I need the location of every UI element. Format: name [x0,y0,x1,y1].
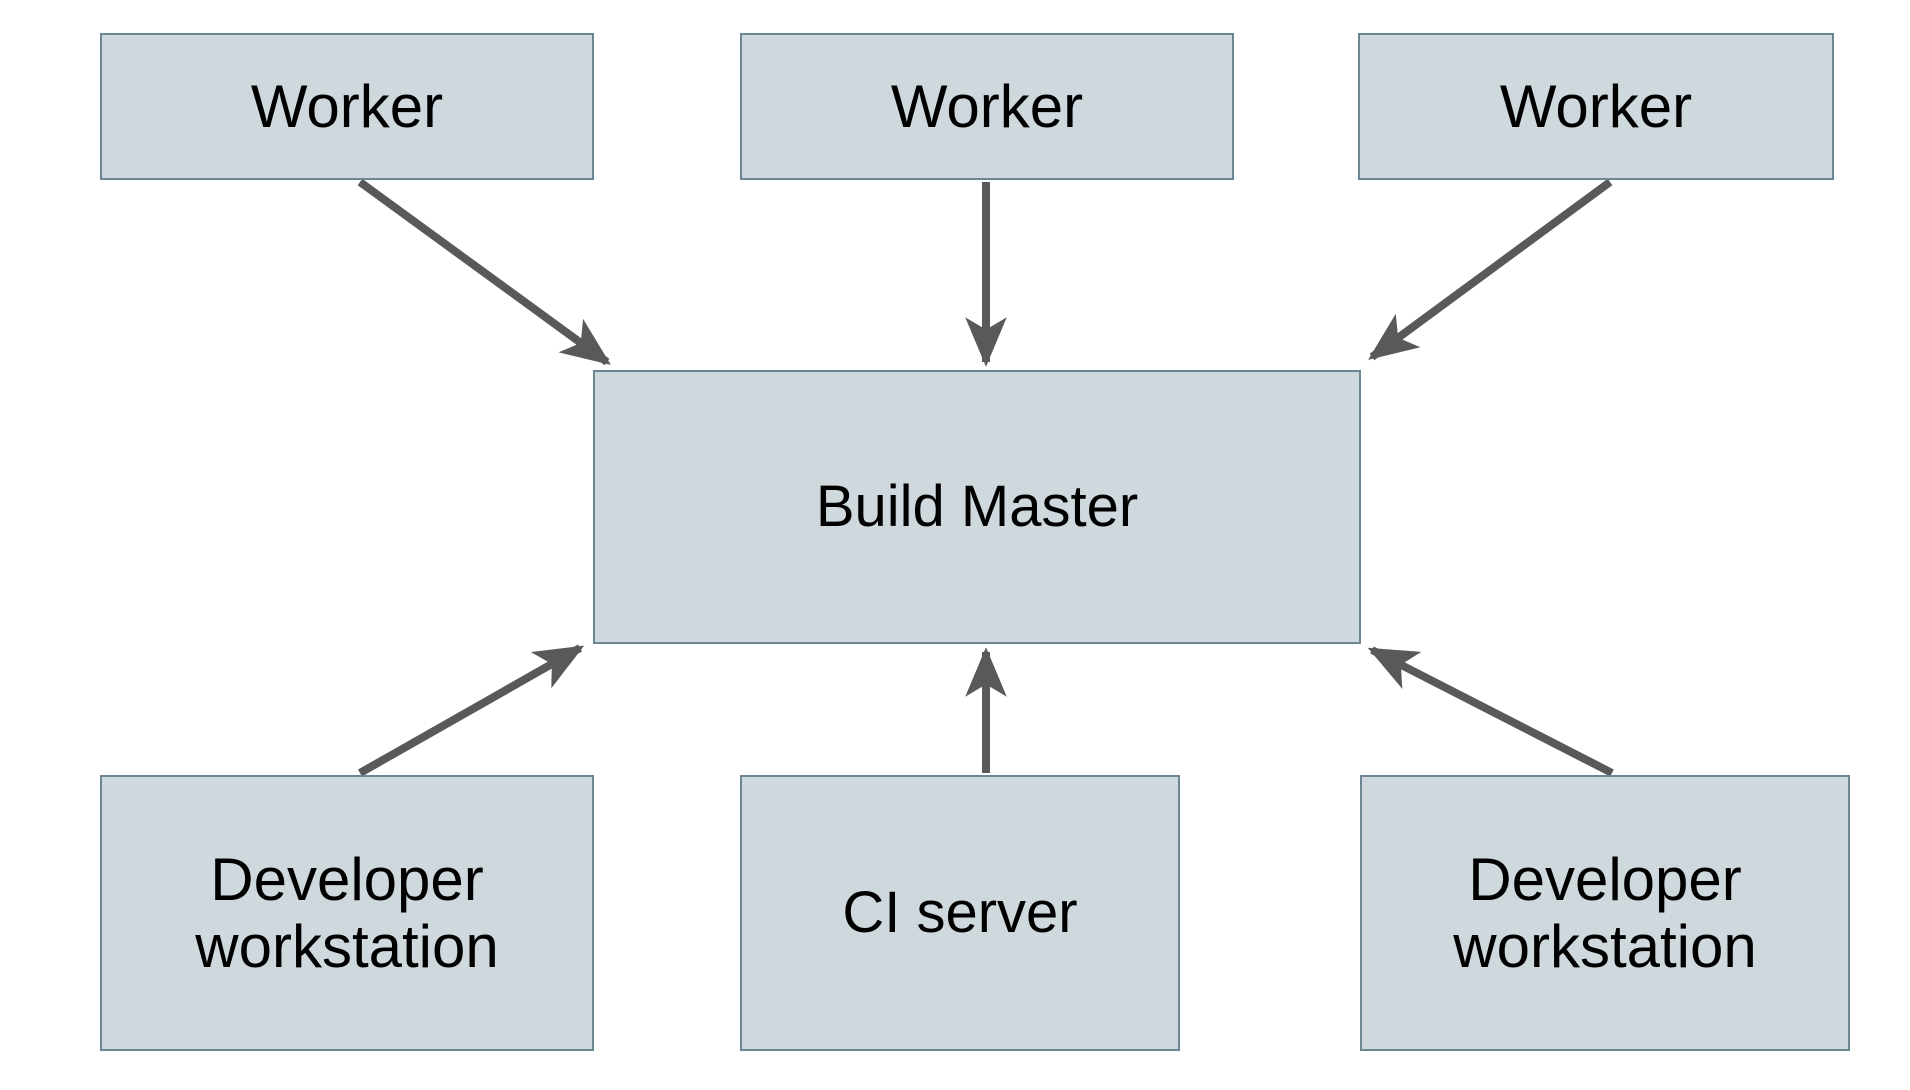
node-worker-2-label: Worker [890,72,1084,140]
node-worker-2[interactable]: Worker [740,33,1234,180]
node-build-master[interactable]: Build Master [593,370,1361,644]
node-developer-workstation-right-label: Developer workstation [1453,845,1757,980]
node-build-master-label: Build Master [815,473,1139,539]
node-developer-workstation-left-label: Developer workstation [195,845,499,980]
edge-worker-3-to-build-master [1368,178,1613,361]
edge-dev-ws-right-to-build-master [1367,646,1614,777]
node-ci-server-label: CI server [842,879,1078,945]
node-worker-1-label: Worker [250,72,444,140]
node-worker-3-label: Worker [1499,72,1693,140]
node-developer-workstation-right[interactable]: Developer workstation [1360,775,1850,1051]
edge-worker-1-to-build-master [357,178,611,366]
node-developer-workstation-left[interactable]: Developer workstation [100,775,594,1051]
node-ci-server[interactable]: CI server [740,775,1180,1051]
node-worker-1[interactable]: Worker [100,33,594,180]
edge-dev-ws-left-to-build-master [358,644,585,777]
node-worker-3[interactable]: Worker [1358,33,1834,180]
